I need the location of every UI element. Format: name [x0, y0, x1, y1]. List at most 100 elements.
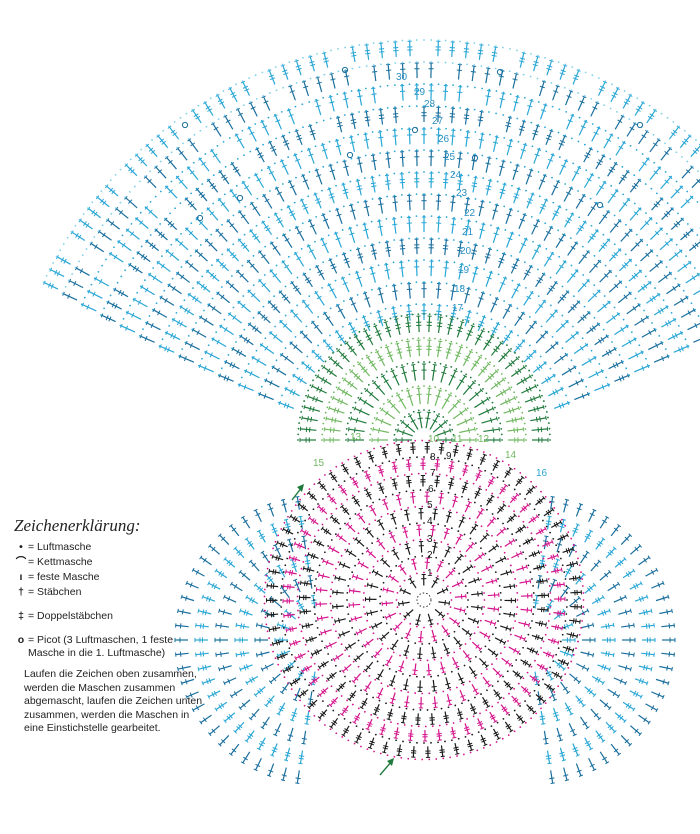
chain-stitch	[301, 361, 304, 364]
chain-stitch	[300, 247, 303, 250]
stitch-bar	[184, 307, 188, 313]
chain-stitch	[400, 194, 403, 196]
double-stitch	[211, 150, 221, 164]
double-stitch	[555, 261, 566, 275]
double-stitch	[324, 313, 334, 327]
stitch-bar	[573, 527, 579, 531]
stitch-bar	[519, 60, 525, 63]
chain-stitch	[207, 178, 209, 181]
stitch-top	[557, 205, 562, 209]
stitch-top	[289, 341, 293, 345]
stitch-top	[507, 348, 512, 353]
double-stitch	[270, 597, 281, 607]
stitch-bar	[195, 569, 200, 575]
chain-stitch	[236, 158, 239, 160]
chain-stitch	[336, 303, 339, 306]
chain-stitch	[477, 325, 480, 328]
treble-stitch	[146, 145, 158, 158]
stitch-top	[81, 302, 84, 307]
stitch-bar	[539, 718, 546, 720]
stitch-top	[687, 134, 692, 138]
stitch-bar	[402, 530, 409, 533]
double-stitch	[404, 609, 414, 618]
chain-stitch	[497, 620, 499, 622]
stitch-top	[362, 291, 368, 295]
stitch-top	[491, 406, 495, 411]
double-stitch	[603, 134, 612, 149]
chain-stitch	[349, 578, 351, 580]
chain-stitch	[430, 193, 433, 196]
chain-stitch	[194, 249, 197, 252]
stitch-top	[211, 337, 215, 342]
chain-stitch	[642, 100, 645, 103]
stitch-top	[647, 720, 651, 725]
chain-stitch	[407, 259, 410, 262]
double-stitch	[419, 680, 421, 692]
stitch-bar	[296, 134, 302, 138]
chain-stitch	[437, 171, 440, 174]
stitch-bar	[259, 688, 264, 693]
stitch-top	[322, 339, 327, 343]
chain-stitch	[660, 112, 663, 115]
chain-stitch	[480, 43, 483, 45]
stitch-bar	[472, 363, 478, 367]
double-stitch	[351, 616, 363, 621]
stitch-bar	[364, 116, 370, 119]
stitch-bar	[602, 519, 607, 524]
chain-stitch	[302, 56, 304, 59]
chain-stitch	[591, 123, 594, 125]
stitch-top	[478, 355, 483, 359]
stitch-top	[239, 334, 243, 339]
stitch-bar	[465, 225, 471, 228]
chain-stitch	[197, 104, 200, 107]
stitch-bar	[248, 543, 254, 547]
stitch-top	[670, 207, 674, 211]
stitch-top	[495, 578, 498, 583]
double-stitch	[512, 73, 518, 89]
chain-stitch	[399, 612, 402, 615]
chain-stitch	[602, 369, 604, 372]
chain-stitch	[550, 81, 553, 84]
chain-stitch	[386, 84, 389, 87]
stitch-bar	[533, 61, 539, 64]
stitch-top	[247, 289, 251, 294]
stitch-bar	[432, 419, 438, 423]
stitch-bar	[416, 393, 422, 396]
chain-stitch	[314, 291, 317, 293]
chain-stitch	[308, 219, 311, 221]
chain-stitch	[494, 67, 497, 70]
chain-stitch	[232, 306, 235, 309]
chain-stitch	[341, 276, 344, 279]
stitch-bar	[283, 72, 289, 76]
stitch-top	[253, 768, 258, 772]
treble-stitch	[409, 41, 411, 57]
stitch-bar	[168, 189, 173, 194]
chain-stitch	[278, 290, 281, 293]
stitch-top	[439, 560, 444, 564]
chain-stitch	[482, 328, 485, 330]
double-stitch	[268, 167, 277, 182]
chain-stitch	[415, 237, 418, 240]
stitch-top	[342, 160, 347, 163]
chain-stitch	[116, 281, 119, 284]
stitch-bar	[466, 333, 472, 336]
stitch-top	[617, 248, 622, 252]
stitch-bar	[349, 232, 355, 236]
stitch-bar	[665, 321, 669, 327]
double-stitch	[472, 267, 478, 283]
stitch-bar	[99, 198, 104, 204]
stitch-bar	[647, 115, 653, 120]
double-stitch	[188, 167, 199, 181]
chain-stitch	[537, 171, 540, 173]
chain-stitch	[125, 228, 128, 231]
chain-stitch	[393, 150, 396, 153]
stitch-top	[284, 386, 288, 391]
chain-stitch	[224, 360, 226, 363]
stitch-bar	[384, 410, 389, 416]
double-stitch	[181, 596, 195, 602]
stitch-top	[667, 681, 670, 686]
stitch-bar	[610, 193, 616, 198]
treble-stitch	[577, 312, 590, 324]
stitch-bar	[598, 338, 602, 344]
stitch-bar	[637, 105, 643, 110]
